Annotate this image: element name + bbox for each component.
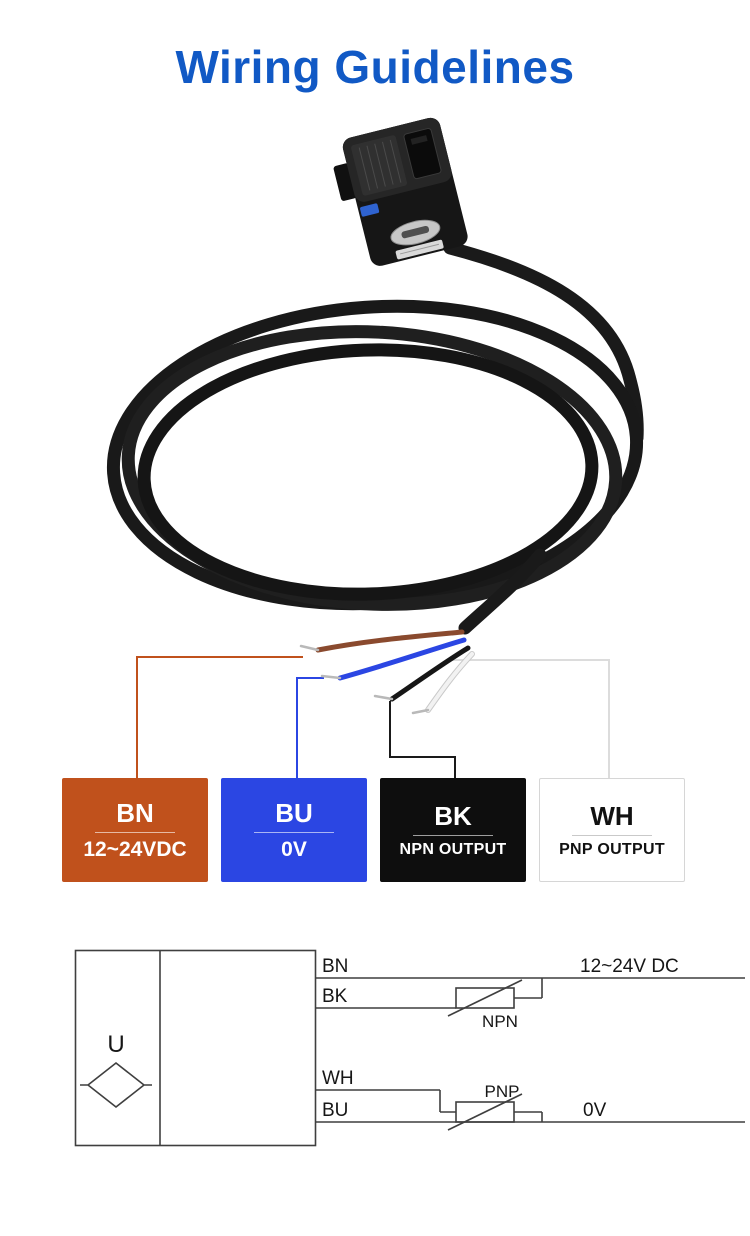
legend-divider [413,834,493,836]
legend-desc-bk: NPN OUTPUT [399,840,507,858]
legend-desc-bu: 0V [281,838,307,861]
pnp-load-diagonal [447,1093,523,1131]
cable-loop-middle [121,325,623,611]
circuit-label-pnp: PNP [485,1082,520,1101]
legend-box-wh: WH PNP OUTPUT [539,778,685,882]
wire-black-tip [373,694,394,701]
sensor-blue-tag [360,203,380,217]
sensor-bottom-label-line [399,243,440,255]
circuit-line-wh [315,1089,456,1113]
cable-exit [458,548,547,635]
sensor-symbol-u: U [107,1031,124,1058]
wire-blue [337,637,467,681]
circuit-label-bu: BU [322,1100,348,1121]
legend-desc-bn: 12~24VDC [83,838,187,861]
npn-load-lead [514,978,543,999]
legend-desc-wh: PNP OUTPUT [559,840,665,858]
npn-load-diagonal [447,979,523,1017]
circuit-label-bk: BK [322,986,348,1007]
guide-line-bn [136,656,303,778]
guide-line-wh [452,659,610,778]
legend-box-bu: BU 0V [221,778,367,882]
legend-box-bk: BK NPN OUTPUT [380,778,526,882]
sensor-device [333,117,468,266]
circuit-label-npn: NPN [482,1012,518,1031]
sensor-oval-badge-ring [390,219,441,246]
legend-divider [95,832,175,833]
legend-code-bu: BU [275,798,313,828]
wire-white-tip [411,708,430,715]
legend-guide-lines [136,656,610,778]
sensor-badge-text-bar [401,225,430,239]
pnp-load-lead [514,1111,543,1122]
page-title: Wiring Guidelines [175,41,575,93]
guide-line-bu [296,677,324,778]
sensor-label-text-lines [358,139,402,191]
cable-coil [106,241,644,635]
wire-blue-tip [320,674,342,680]
wire-ends [299,629,475,715]
circuit-label-power: 12~24V DC [580,956,679,977]
legend-code-bn: BN [116,798,154,828]
legend-code-bk: BK [434,800,472,831]
proximity-symbol-diamond [80,1061,152,1109]
wire-black [389,645,471,702]
legend-box-bn: BN 12~24VDC [62,778,208,882]
cable-loop-inner [137,343,599,601]
legend-divider [254,832,334,833]
product-photo [106,117,644,778]
wiring-circuit: U BN BK WH BU 12~24V DC 0V NPN PNP [74,949,745,1147]
wire-legend: BN 12~24VDC BU 0V BK NPN OUTPUT WH PNP O… [62,778,685,882]
legend-divider [572,834,652,836]
wire-brown-tip [299,644,320,652]
guide-line-bk [389,701,456,778]
circuit-sensor-box [74,949,317,1147]
circuit-label-ground: 0V [583,1100,607,1121]
circuit-label-wh: WH [322,1068,354,1089]
sensor-display-mark [410,135,428,145]
circuit-label-bn: BN [322,956,348,977]
cable-loop-outer [106,299,644,611]
wire-white [426,652,474,712]
legend-code-wh: WH [590,800,634,831]
wire-brown [315,629,465,653]
